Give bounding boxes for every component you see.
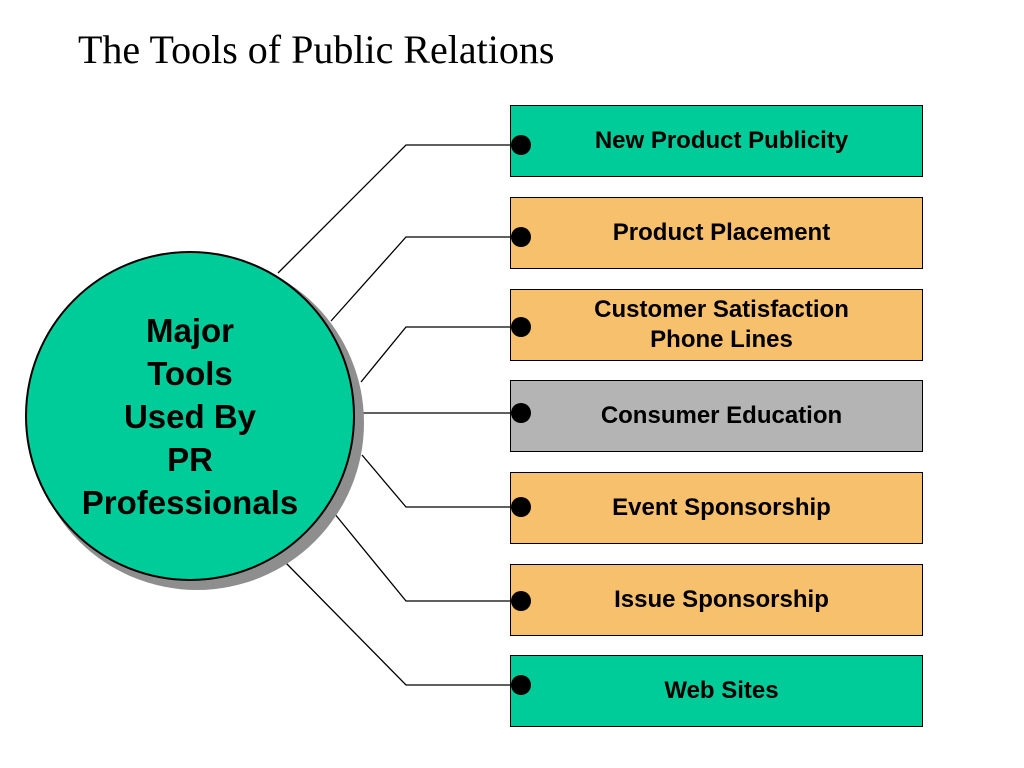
tool-label: Web Sites [664,677,779,704]
tool-box-web-sites: Web Sites [510,655,923,727]
tool-box-issue-sponsorship: Issue Sponsorship [510,564,923,636]
connector-line [277,144,521,274]
tool-box-customer-satisfaction-phone-lines: Customer Satisfaction Phone Lines [510,289,923,361]
bullet-icon [511,591,531,611]
connector-line [284,561,521,686]
bullet-icon [511,497,531,517]
tool-label: Customer Satisfaction Phone Lines [594,296,849,353]
bullet-icon [511,675,531,695]
bullet-icon [511,227,531,247]
tool-label: New Product Publicity [594,127,849,154]
tool-label: Issue Sponsorship [614,586,829,613]
connector-line [330,236,521,322]
bullet-icon [511,403,531,423]
connector-line [361,454,521,508]
tool-box-product-placement: Product Placement [510,197,923,269]
hub-circle: Major Tools Used By PR Professionals [25,251,355,581]
tool-label: Product Placement [612,219,831,246]
hub-label: Major Tools Used By PR Professionals [81,311,299,521]
tool-box-consumer-education: Consumer Education [510,380,923,452]
connector-line [333,512,521,602]
tool-label: Event Sponsorship [612,494,831,521]
tool-box-event-sponsorship: Event Sponsorship [510,472,923,544]
bullet-icon [511,135,531,155]
slide-title: The Tools of Public Relations [78,27,555,72]
tool-box-new-product-publicity: New Product Publicity [510,105,923,177]
connector-line [360,326,521,383]
bullet-icon [511,317,531,337]
tool-label: Consumer Education [600,402,843,429]
